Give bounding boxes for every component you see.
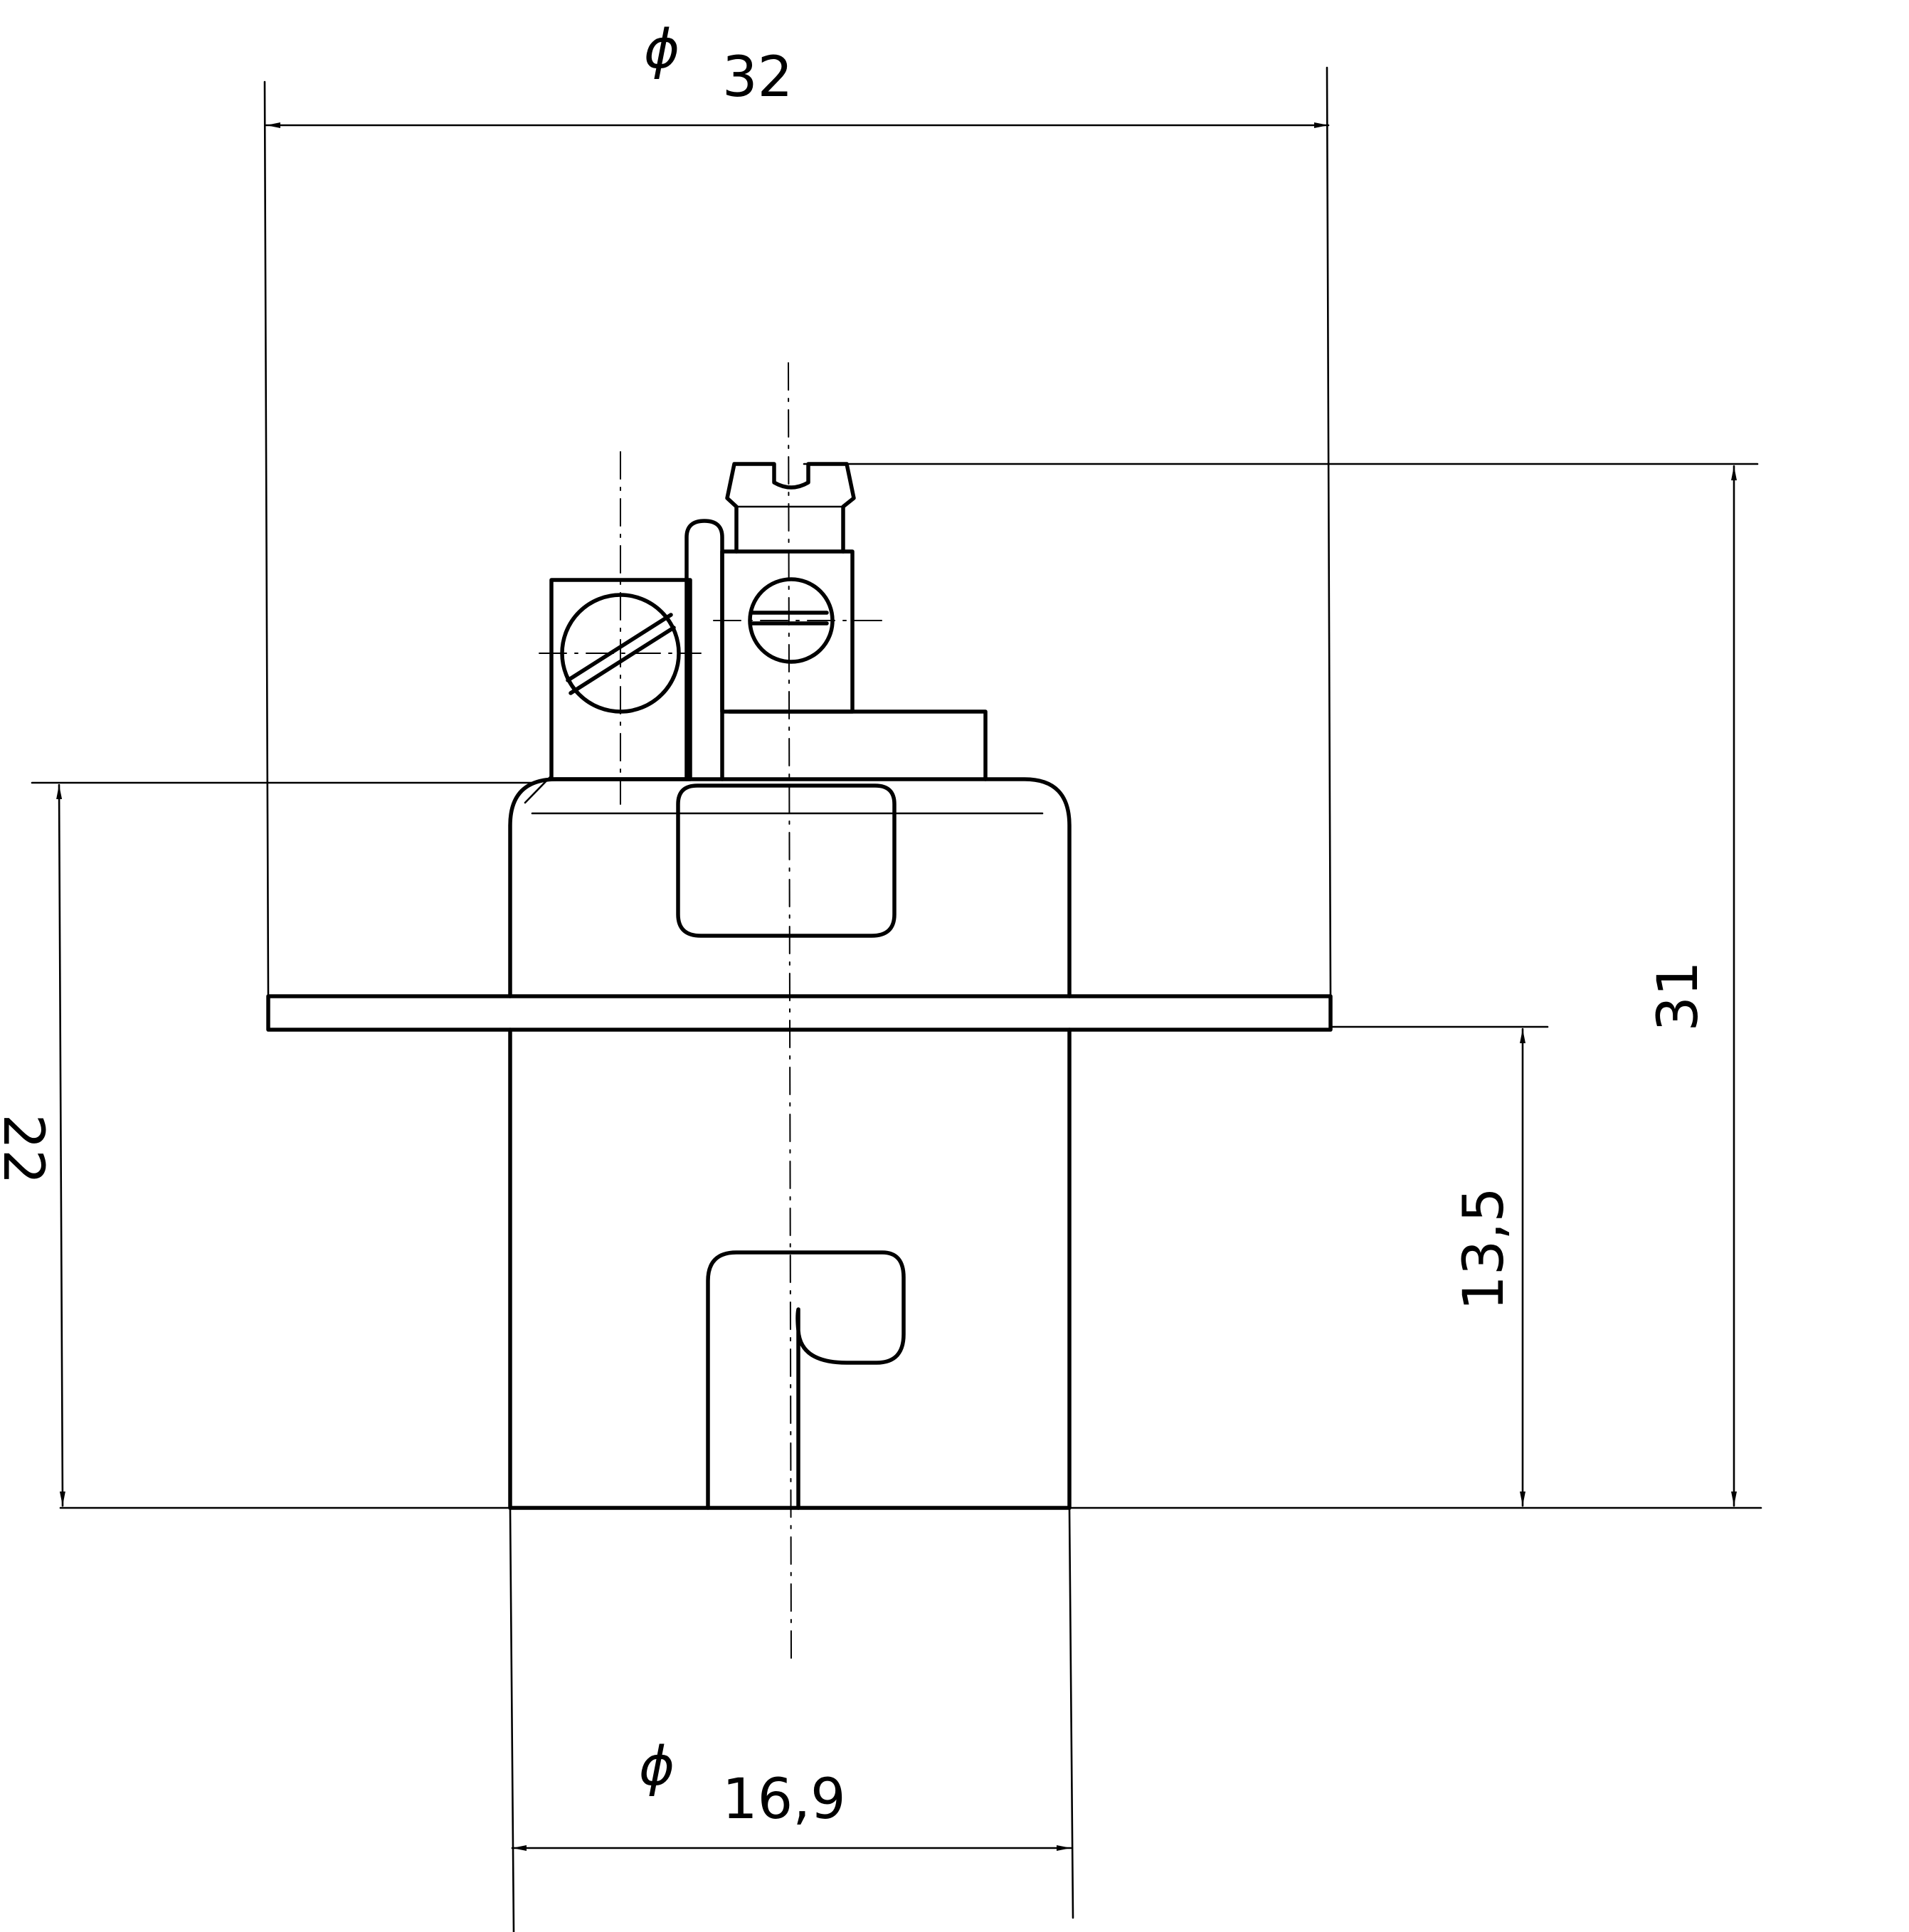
diameter-symbol-32: ϕ: [644, 17, 679, 80]
dimension-height-to-flange: 22: [0, 781, 539, 1509]
extension-line-left: [263, 80, 270, 998]
flange-plate: [266, 994, 1333, 1032]
dimension-label-16-9: 16,9: [722, 1768, 846, 1832]
dimension-label-31: 31: [1646, 961, 1710, 1031]
contact-pin: [684, 519, 724, 781]
dimension-label-32: 32: [722, 46, 793, 110]
dimension-overall-diameter: ϕ 32: [263, 17, 1332, 998]
left-terminal-block: [549, 578, 692, 781]
dimension-total-height: 31: [803, 463, 1762, 1509]
left-terminal-chamfer: [524, 774, 553, 804]
dimension-label-13-5: 13,5: [1452, 1187, 1516, 1311]
cap-window: [676, 783, 897, 938]
extension-line-sleeve-left: [509, 1506, 515, 1932]
bayonet-slot: [706, 1250, 906, 1510]
dimension-sleeve-diameter: ϕ 16,9: [509, 1506, 1074, 1932]
left-screw-head-icon: [560, 593, 681, 714]
diameter-symbol-16-9: ϕ: [639, 1734, 675, 1798]
dimension-line-22: [56, 783, 65, 1507]
left-screw-slot-b: [569, 625, 676, 695]
right-screw-head-icon: [748, 577, 835, 664]
main-axis-line: [788, 362, 792, 1662]
lamp-holder-body: [266, 777, 1333, 1510]
dimension-sleeve-height: 13,5: [1329, 1025, 1549, 1507]
extension-line-sleeve-right: [1068, 1506, 1074, 1919]
extension-line-right: [1326, 66, 1332, 998]
terminals: [524, 462, 988, 804]
dimension-label-22: 22: [0, 1114, 55, 1184]
terminal-base-step: [727, 709, 988, 781]
top-screw-icon: [725, 462, 856, 554]
center-lines: [539, 362, 887, 1662]
left-screw-slot-a: [566, 613, 673, 682]
upper-cap: [508, 777, 1072, 998]
